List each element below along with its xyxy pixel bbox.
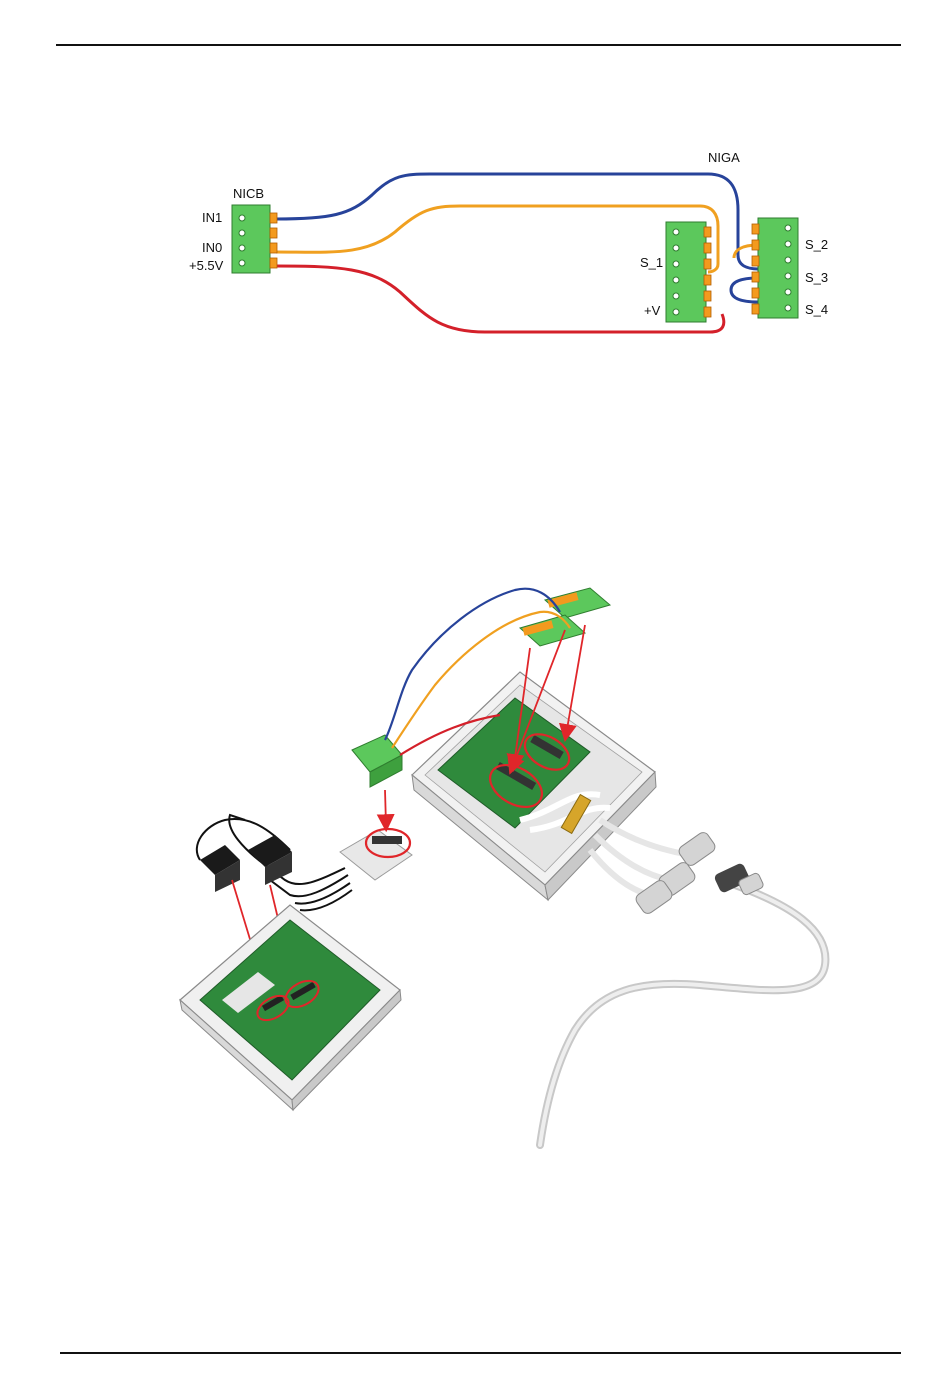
highlight-ring-1 [483,756,549,815]
wire-red [276,266,724,332]
niga-left-terminal-block [666,222,711,322]
main-cable [540,885,825,1145]
niga-pin-plus-v: +V [644,303,661,318]
footer-rule [60,1352,901,1354]
niga-pin-header-2 [530,735,563,759]
arrow-to-adapter [385,790,386,825]
niga-pin-s2: S_2 [805,237,828,252]
nicb-pin-in1: IN1 [202,210,222,225]
niga-right-terminal-block [752,218,798,318]
nicb-enclosure [180,905,401,1110]
niga-title: NIGA [708,150,740,165]
wiring-schematic: NICB IN1 IN0 +5.5V NIGA S_1 +V S_2 S_3 S… [0,0,950,380]
nicb-highlight-1 [253,991,292,1025]
nicb-terminal-block [232,205,277,273]
niga-pin-s4: S_4 [805,302,828,317]
niga-pin-s3: S_3 [805,270,828,285]
black-wire-bundle [229,815,345,884]
nicb-pin-5v5: +5.5V [189,258,224,273]
nicb-title: NICB [233,186,264,201]
nicb-terminal-block-3d [352,735,402,787]
arrow-to-header-1 [514,648,530,765]
arrow-black-left [232,880,270,1005]
nicb-highlight-2 [281,975,323,1012]
adapter-board [340,829,412,880]
black-connector-left [200,845,240,892]
nicb-pcb [200,920,380,1080]
niga-enclosure [412,672,656,900]
assembly-wire-orange [392,612,570,748]
arrow-to-header-1b [512,630,565,768]
highlight-ring-2 [519,727,576,777]
assembly-wire-blue [385,589,560,740]
niga-pcb [438,698,590,828]
arrow-to-header-2 [566,625,585,735]
niga-pin-s1: S_1 [640,255,663,270]
arrow-black-right [270,885,295,990]
assembly-wire-red [400,715,500,755]
niga-pin-header-1 [496,762,536,790]
output-connectors [590,820,764,916]
black-connector-right [248,835,292,885]
nicb-pin-in0: IN0 [202,240,222,255]
terminal-block-pair [520,588,610,646]
